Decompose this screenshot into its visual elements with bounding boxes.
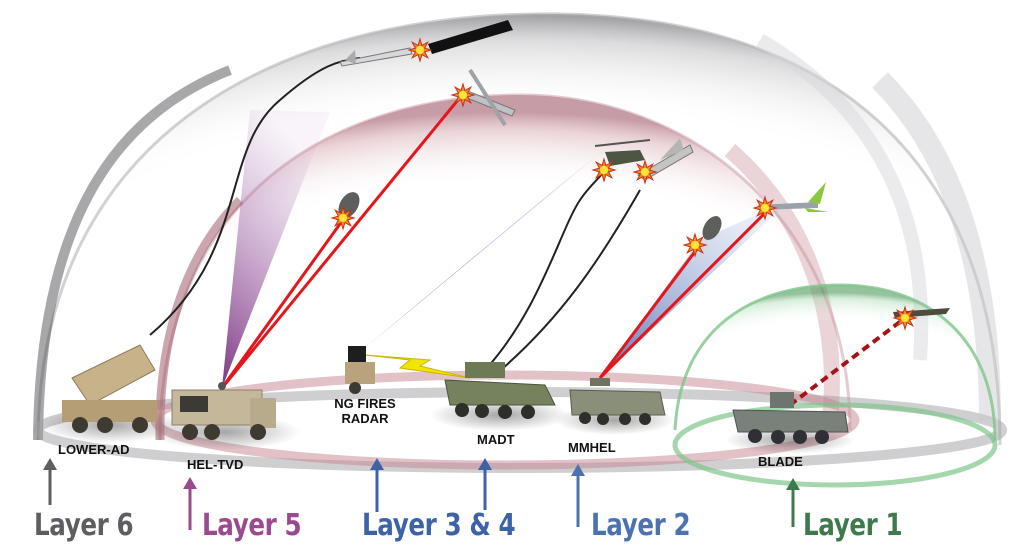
vehicles [40, 344, 855, 454]
layer5-arrow-icon [183, 477, 197, 530]
layer-label-2: Layer 2 [591, 508, 691, 543]
blade-gun-tracer [788, 316, 907, 407]
layer-label-5: Layer 5 [202, 508, 302, 543]
madt-missile-trail-2 [494, 189, 641, 376]
engagement-beams [149, 57, 907, 407]
system-label-lower-ad: LOWER-AD [58, 442, 130, 457]
layer-label-1: Layer 1 [803, 508, 903, 543]
explosion-core [459, 91, 467, 99]
mmhel-laser-beam-2 [598, 206, 772, 380]
hel-tvd-laser-cone [222, 110, 330, 388]
system-label-blade: BLADE [758, 454, 803, 469]
explosion-core [600, 166, 608, 174]
mmhel-stryker [569, 378, 666, 425]
lower-ad-missile-trail [149, 57, 361, 336]
blade-stryker [732, 392, 849, 444]
hel-tvd-truck [171, 382, 276, 440]
system-label-ng-fires-line2: RADAR [341, 411, 389, 426]
madt-stryker [444, 362, 556, 419]
system-label-madt: MADT [477, 432, 515, 447]
layer3-arrow-icon [370, 458, 384, 512]
large-missile-threat [428, 20, 513, 54]
layer4-arrow-icon [478, 458, 492, 510]
small-dome-layer1 [672, 283, 998, 488]
madt-missile-trail-1 [484, 169, 606, 371]
layer-label-3-4: Layer 3 & 4 [362, 508, 516, 543]
layer-label-6: Layer 6 [34, 508, 134, 543]
mortar-round-threat-2 [702, 216, 722, 240]
explosion-core [691, 241, 699, 249]
radar-cone [360, 145, 610, 352]
system-label-ng-fires-line1: NG FIRES [334, 396, 396, 411]
explosions [330, 37, 918, 331]
layer-arrows [43, 458, 800, 530]
cruise-missile-threat [339, 47, 413, 67]
mmhel-cone [600, 200, 790, 378]
system-label-hel-tvd: HEL-TVD [187, 457, 244, 472]
layer2-arrow-icon [571, 464, 585, 527]
explosion-core [901, 314, 909, 322]
system-label-mmhel: MMHEL [568, 440, 616, 455]
explosion-core [339, 214, 347, 222]
explosion-core [416, 46, 424, 54]
explosion-core [761, 204, 769, 212]
layer1-arrow-icon [786, 478, 800, 527]
explosion-core [641, 168, 649, 176]
mmhel-laser-beam-1 [598, 244, 702, 379]
system-label-ng-fires-radar: NG FIRES RADAR [327, 396, 403, 426]
ng-fires-radar-unit [345, 346, 375, 394]
hel-tvd-laser-beam-2 [220, 209, 352, 389]
lower-ad-launcher [62, 344, 157, 433]
helicopter-threat [594, 139, 651, 166]
layer6-arrow-icon [43, 458, 57, 505]
hel-tvd-laser-beam-1 [220, 94, 464, 389]
